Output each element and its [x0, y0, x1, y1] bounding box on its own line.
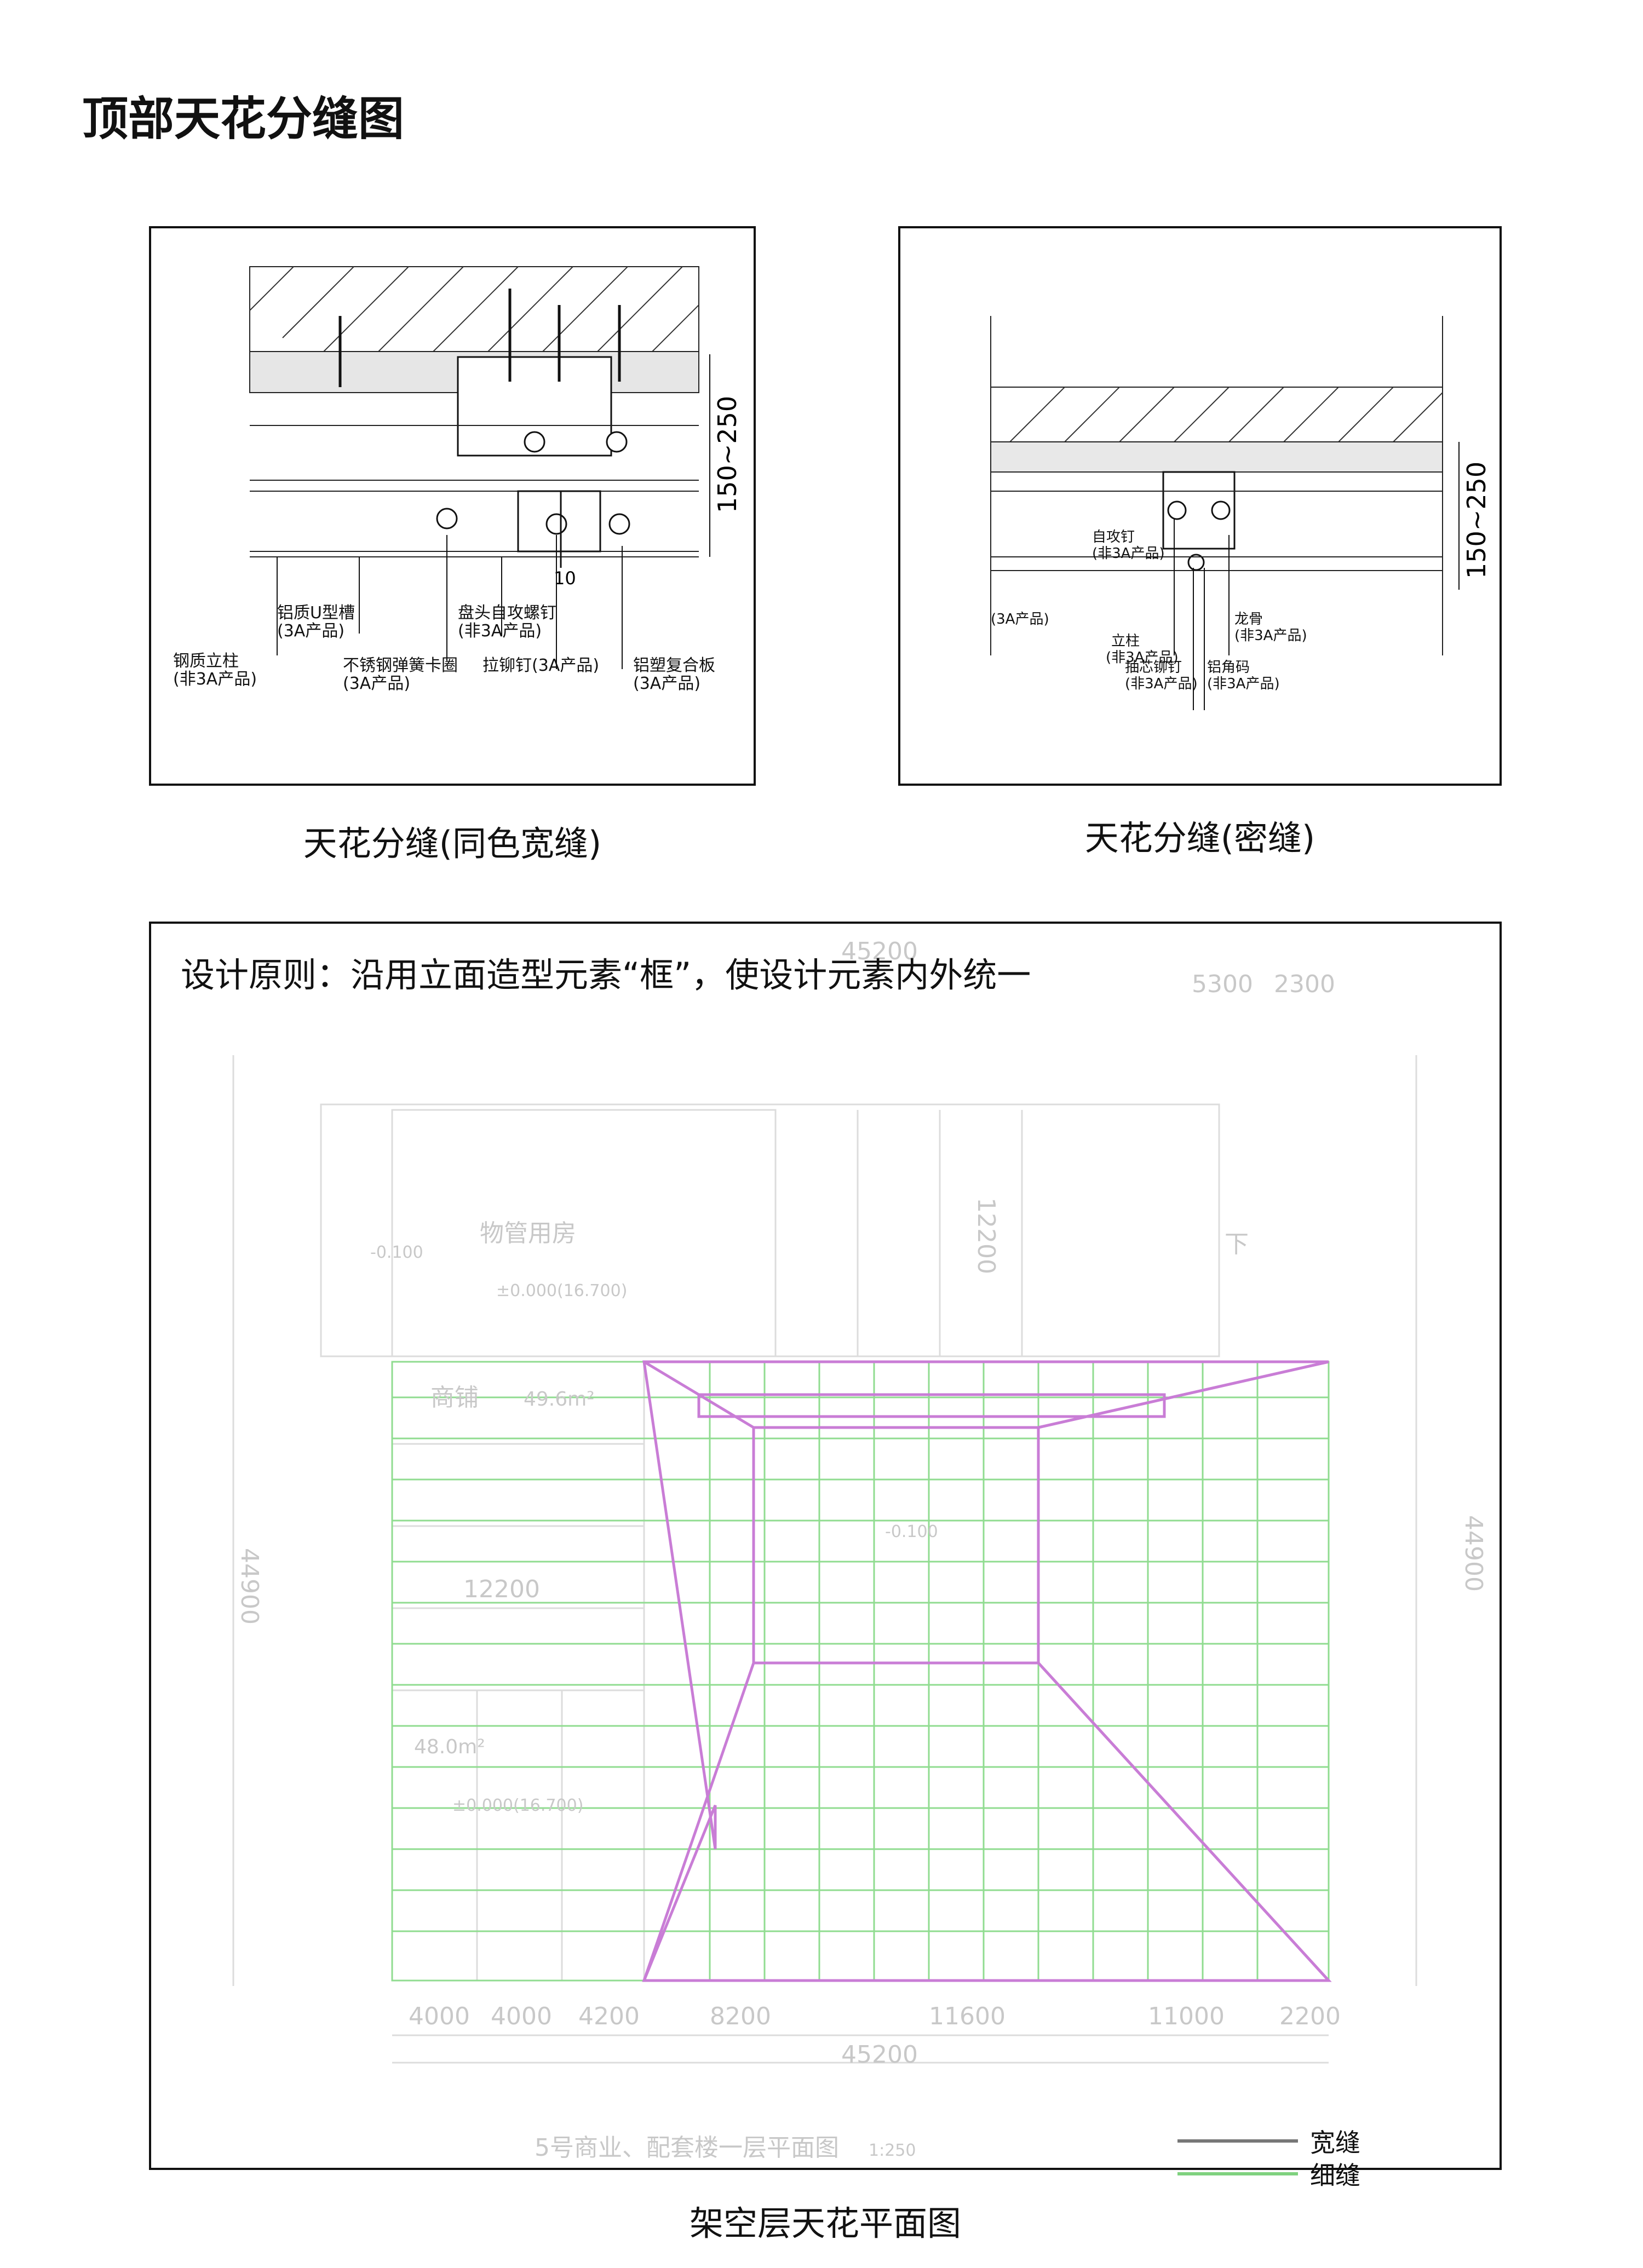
plan-level-a: -0.100 [370, 1243, 423, 1262]
plan-bottom-dim-total: 45200 [841, 2041, 918, 2069]
plan-top-dim-2: 2300 [1274, 970, 1335, 998]
right-dim-vertical: 150~250 [1462, 462, 1491, 579]
plan-bottom-dim-5: 11600 [929, 2002, 1006, 2030]
left-label-3b: (非3A产品) [173, 670, 257, 689]
left-label-5: 拉铆钉(3A产品) [482, 656, 599, 675]
plan-drawing: 45200 5300 2300 4000 4000 4200 8200 1160… [232, 937, 1487, 2162]
plan-mid-dim-b: 12200 [972, 1198, 1000, 1274]
plan-design-note: 设计原则：沿用立面造型元素“框”，使设计元素内外统一 [181, 955, 1031, 995]
right-label-5b: (非3A产品) [1125, 676, 1198, 692]
left-label-6b: (3A产品) [633, 674, 700, 693]
left-dim-vertical: 150~250 [713, 396, 742, 513]
plan-frame: 45200 5300 2300 4000 4000 4200 8200 1160… [149, 922, 1502, 2170]
left-label-4a: 不锈钢弹簧卡圈 [343, 656, 458, 675]
legend-item-wide: 宽缝 [1177, 2125, 1360, 2157]
right-label-3b: (非3A产品) [1106, 649, 1179, 666]
plan-bottom-dim-4: 8200 [710, 2002, 771, 2030]
left-dim-gap: 10 [554, 568, 576, 589]
plan-bottom-dim-3: 4200 [578, 2002, 640, 2030]
right-label-4a: 龙骨 [1234, 611, 1263, 628]
plan-bottom-title: 5号商业、配套楼一层平面图 [535, 2134, 839, 2162]
right-label-2: (3A产品) [991, 611, 1049, 628]
right-label-4b: (非3A产品) [1234, 628, 1307, 644]
detail-left-frame: 150~250 10 铝质U型槽 (3A产品) 盘头自攻螺钉 (非3A产品) 钢… [149, 226, 756, 786]
left-label-3a: 钢质立柱 [173, 652, 239, 671]
left-label-2a: 盘头自攻螺钉 [458, 603, 556, 623]
right-label-6b: (非3A产品) [1207, 676, 1280, 692]
plan-right-total: 44900 [1460, 1515, 1487, 1592]
left-label-1b: (3A产品) [277, 621, 344, 641]
plan-scale: 1:250 [869, 2141, 916, 2160]
page-title: 顶部天花分缝图 [82, 92, 405, 146]
legend-label-fine: 细缝 [1310, 2161, 1360, 2190]
plan-bottom-dim-2: 4000 [491, 2002, 552, 2030]
left-label-6a: 铝塑复合板 [633, 656, 715, 675]
plan-level-d: ±0.000(16.700) [452, 1796, 583, 1815]
detail-left-caption: 天花分缝(同色宽缝) [303, 824, 602, 864]
plan-top-dim-1: 5300 [1192, 970, 1253, 998]
plan-room-area-b: 48.0m² [414, 1736, 485, 1758]
plan-bottom-dim-6: 11000 [1148, 2002, 1225, 2030]
legend-swatch-fine [1177, 2172, 1298, 2175]
plan-room-shop: 商铺 [430, 1384, 479, 1412]
detail-right-drawing: 150~250 自攻钉 (非3A产品) (3A产品) 立柱 (非3A产品) 龙骨… [990, 316, 1491, 710]
right-label-1b: (非3A产品) [1092, 545, 1165, 562]
plan-level-c: ±0.000(16.700) [496, 1281, 627, 1300]
plan-bottom-dim-1: 4000 [409, 2002, 470, 2030]
right-label-1a: 自攻钉 [1092, 529, 1135, 545]
plan-left-total: 44900 [235, 1548, 263, 1625]
plan-room-mgmt: 物管用房 [480, 1219, 576, 1247]
detail-left-drawing: 150~250 10 铝质U型槽 (3A产品) 盘头自攻螺钉 (非3A产品) 钢… [173, 266, 742, 693]
plan-legend: 宽缝 细缝 [1177, 2125, 1360, 2190]
plan-down-label: 下 [1225, 1230, 1249, 1258]
detail-right-caption: 天花分缝(密缝) [1084, 818, 1315, 858]
plan-room-area-a: 49.6m² [524, 1388, 595, 1411]
legend-item-fine: 细缝 [1177, 2157, 1360, 2190]
legend-swatch-wide [1177, 2139, 1298, 2143]
left-label-1a: 铝质U型槽 [277, 603, 355, 623]
plan-mid-dim-a: 12200 [463, 1575, 540, 1603]
plan-caption: 架空层天花平面图 [689, 2203, 961, 2243]
plan-bottom-dim-7: 2200 [1279, 2002, 1341, 2030]
right-label-6a: 铝角码 [1207, 659, 1250, 676]
plan-level-b: -0.100 [885, 1522, 938, 1541]
detail-right-frame: 150~250 自攻钉 (非3A产品) (3A产品) 立柱 (非3A产品) 龙骨… [898, 226, 1502, 786]
left-label-2b: (非3A产品) [458, 621, 542, 641]
plan-top-dim-total: 45200 [841, 937, 918, 965]
right-label-3a: 立柱 [1111, 633, 1140, 649]
right-label-5a: 抽芯铆钉 [1125, 659, 1182, 676]
left-label-4b: (3A产品) [343, 674, 410, 693]
legend-label-wide: 宽缝 [1310, 2128, 1360, 2157]
